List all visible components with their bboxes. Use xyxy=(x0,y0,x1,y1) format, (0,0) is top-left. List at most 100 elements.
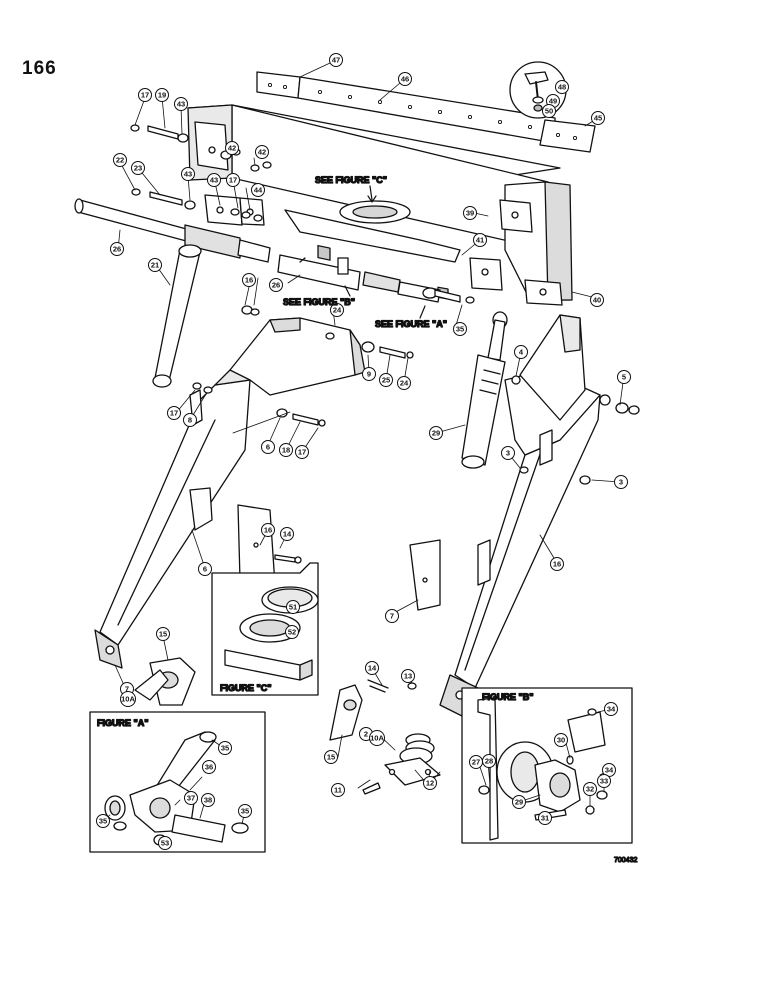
callout-label: 4 xyxy=(519,348,524,357)
callout-circle xyxy=(96,814,110,828)
callout-26: 26 xyxy=(269,278,283,292)
callout-33: 33 xyxy=(597,774,611,788)
callout-circle xyxy=(202,760,216,774)
callout-5: 5 xyxy=(617,370,631,384)
callout-37: 37 xyxy=(184,791,198,805)
callout-circle xyxy=(330,303,344,317)
callout-label: 29 xyxy=(515,798,523,807)
callout-label: 31 xyxy=(541,814,549,823)
callout-circle xyxy=(181,167,195,181)
callout-circle xyxy=(398,72,412,86)
callout-9: 9 xyxy=(362,367,376,381)
callout-label: 19 xyxy=(158,91,166,100)
callout-label: 38 xyxy=(204,796,212,805)
callout-43: 43 xyxy=(174,97,188,111)
callout-circle xyxy=(617,370,631,384)
callout-circle xyxy=(148,258,162,272)
callout-50: 50 xyxy=(542,104,556,118)
callout-circle xyxy=(331,783,345,797)
callout-label: 34 xyxy=(605,766,614,775)
callout-41: 41 xyxy=(473,233,487,247)
callout-43: 43 xyxy=(207,173,221,187)
callout-circle xyxy=(597,774,611,788)
callout-42: 42 xyxy=(255,145,269,159)
callout-circle xyxy=(397,376,411,390)
callout-35: 35 xyxy=(218,741,232,755)
callout-44: 44 xyxy=(251,183,265,197)
callout-label: 43 xyxy=(210,176,218,185)
callout-label: 50 xyxy=(545,107,553,116)
page-number: 166 xyxy=(22,58,57,79)
callout-circle xyxy=(138,88,152,102)
callout-circle xyxy=(218,741,232,755)
callout-label: 14 xyxy=(368,664,377,673)
callout-label: 17 xyxy=(170,409,178,418)
callout-label: 44 xyxy=(254,186,263,195)
callout-label: 26 xyxy=(272,281,280,290)
callout-circle xyxy=(514,345,528,359)
callout-circle xyxy=(295,445,309,459)
callout-3: 3 xyxy=(614,475,628,489)
callout-circle xyxy=(131,161,145,175)
callout-16: 16 xyxy=(261,523,275,537)
callout-24: 24 xyxy=(397,376,411,390)
callout-43: 43 xyxy=(181,167,195,181)
callout-circle xyxy=(113,153,127,167)
callout-42: 42 xyxy=(225,141,239,155)
callout-circle xyxy=(453,322,467,336)
callout-25: 25 xyxy=(379,373,393,387)
callout-label: 45 xyxy=(594,114,602,123)
callout-circle xyxy=(324,750,338,764)
callout-label: 6 xyxy=(203,565,207,574)
figure-b-title: FIGURE "B" xyxy=(482,692,534,702)
callout-label: 6 xyxy=(266,443,270,452)
callout-circle xyxy=(156,627,170,641)
callout-12: 12 xyxy=(423,776,437,790)
callout-circle xyxy=(110,242,124,256)
callout-24: 24 xyxy=(330,303,344,317)
callout-circle xyxy=(174,97,188,111)
see-figure-b-label: SEE FIGURE "B" xyxy=(283,297,355,307)
figure-a-box xyxy=(89,711,266,853)
callout-circle xyxy=(120,691,136,707)
callout-circle xyxy=(555,80,569,94)
callout-circle xyxy=(538,811,552,825)
callout-label: 32 xyxy=(586,785,594,794)
callout-circle xyxy=(251,183,265,197)
callout-label: 22 xyxy=(116,156,124,165)
callout-label: 23 xyxy=(134,164,142,173)
figure-c-title: FIGURE "C" xyxy=(220,683,272,693)
callout-label: 3 xyxy=(619,478,623,487)
callout-22: 22 xyxy=(113,153,127,167)
figure-a-title: FIGURE "A" xyxy=(97,718,149,728)
callout-label: 46 xyxy=(401,75,409,84)
callout-10A: 10A xyxy=(120,691,136,707)
callout-label: 33 xyxy=(600,777,608,786)
callout-label: 15 xyxy=(327,753,335,762)
callout-31: 31 xyxy=(538,811,552,825)
callout-16: 16 xyxy=(550,557,564,571)
callout-label: 16 xyxy=(264,526,272,535)
callout-label: 35 xyxy=(221,744,229,753)
callout-29: 29 xyxy=(512,795,526,809)
coupler-right xyxy=(329,679,417,741)
callout-label: 27 xyxy=(472,758,480,767)
callout-label: 52 xyxy=(288,628,296,637)
callout-label: 39 xyxy=(466,209,474,218)
callout-label: 12 xyxy=(426,779,434,788)
callout-48: 48 xyxy=(555,80,569,94)
callout-circle xyxy=(238,804,252,818)
callout-circle xyxy=(207,173,221,187)
callout-35: 35 xyxy=(238,804,252,818)
callout-39: 39 xyxy=(463,206,477,220)
callout-label: 29 xyxy=(432,429,440,438)
callout-53: 53 xyxy=(158,836,172,850)
callout-circle xyxy=(583,782,597,796)
callout-circle xyxy=(279,443,293,457)
callout-40: 40 xyxy=(590,293,604,307)
callout-circle xyxy=(614,475,628,489)
callout-label: 8 xyxy=(188,416,192,425)
callout-14: 14 xyxy=(365,661,379,675)
callout-label: 13 xyxy=(404,672,412,681)
